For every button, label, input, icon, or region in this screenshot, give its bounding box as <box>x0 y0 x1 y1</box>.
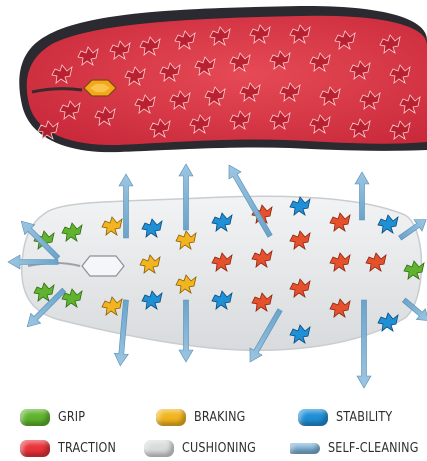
legend-item-self-cleaning: SELF-CLEANING <box>290 437 427 459</box>
self-cleaning-arrow-icon <box>290 443 320 454</box>
legend-item-stability: STABILITY <box>298 406 402 428</box>
grip-swatch-icon <box>20 409 50 426</box>
legend-item-braking: BRAKING <box>156 406 254 428</box>
legend-label-self-cleaning: SELF-CLEANING <box>328 441 419 456</box>
traction-swatch-icon <box>20 440 50 457</box>
legend-label-traction: TRACTION <box>58 441 116 456</box>
legend-row-1: GRIP BRAKING STABILITY <box>0 406 427 428</box>
legend-label-braking: BRAKING <box>194 410 245 425</box>
top-red-outsole <box>19 6 427 152</box>
heel-logo-icon <box>82 256 124 276</box>
stability-swatch-icon <box>298 409 328 426</box>
legend-label-cushioning: CUSHIONING <box>182 441 256 456</box>
vibram-logo-icon <box>84 80 116 96</box>
legend-item-cushioning: CUSHIONING <box>144 437 268 459</box>
legend-row-2: TRACTION CUSHIONING SELF-CLEANING <box>0 437 427 459</box>
legend-label-grip: GRIP <box>58 410 85 425</box>
braking-swatch-icon <box>156 409 186 426</box>
legend-label-stability: STABILITY <box>336 410 392 425</box>
cushioning-swatch-icon <box>144 440 174 457</box>
legend-item-grip: GRIP <box>20 406 90 428</box>
legend-item-traction: TRACTION <box>20 437 126 459</box>
